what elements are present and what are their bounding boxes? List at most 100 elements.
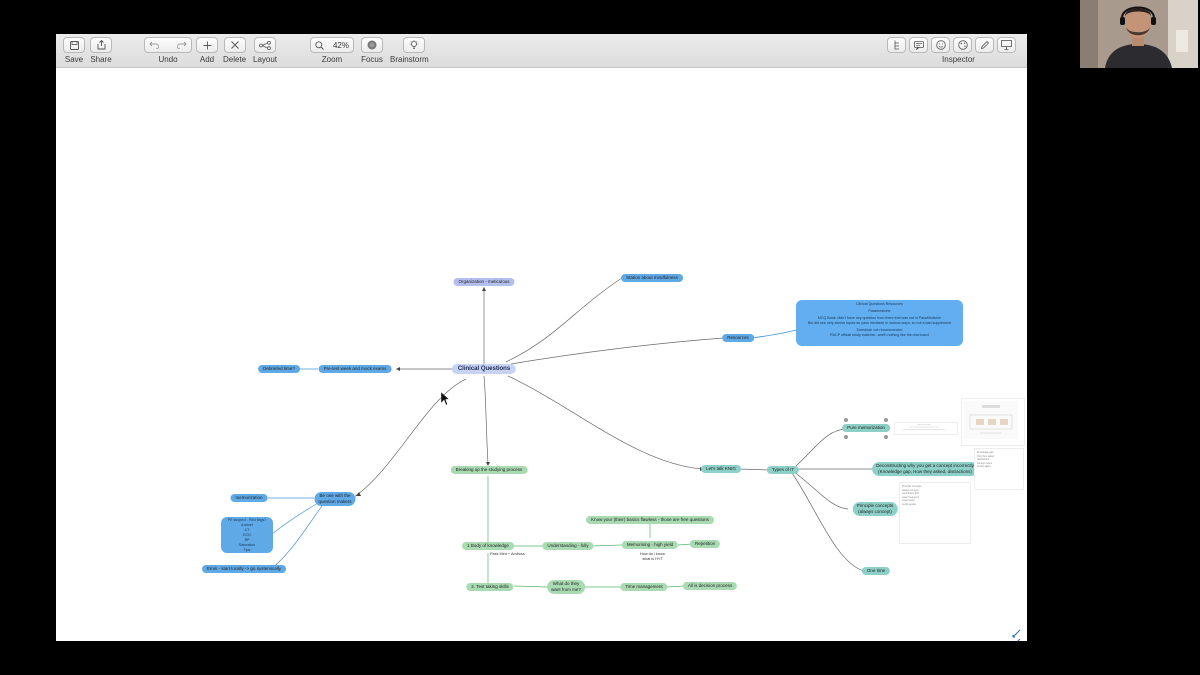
node-time-management[interactable]: Time management (620, 583, 668, 591)
palette-icon[interactable] (953, 37, 972, 53)
save-label: Save (64, 55, 84, 64)
node-organization[interactable]: Organization - meticulous (453, 278, 515, 286)
link-be-one (353, 378, 467, 498)
arrow-pretest (396, 367, 400, 371)
principle-preview-line1: Principle concepts (902, 485, 922, 488)
layout-button[interactable]: Layout (253, 37, 277, 64)
note-icon[interactable] (909, 37, 928, 53)
decon-preview-line5: review again (977, 465, 991, 469)
share-button[interactable]: Share (90, 37, 112, 64)
node-resources[interactable]: Resources (722, 334, 754, 342)
layout-icon (254, 37, 277, 53)
link-principle (793, 471, 849, 510)
zoom-value: 42% (332, 40, 349, 50)
lightbulb-icon (402, 37, 425, 53)
inspector-label: Inspector (942, 55, 975, 64)
presentation-icon[interactable] (997, 37, 1016, 53)
link-resources-box (751, 329, 797, 339)
collapse-icon (1012, 629, 1021, 638)
node-deconstructing[interactable]: Deconstructing why you get a concept inc… (872, 462, 978, 476)
smiley-icon[interactable] (931, 37, 950, 53)
node-debriefed[interactable]: Debriefed time? (258, 365, 300, 373)
add-label: Add (199, 55, 215, 64)
pass-med-note: Pass Med + Amboss (490, 552, 525, 557)
principle-preview-line5: cross topics (902, 499, 915, 503)
pe-box-line3: CT (244, 528, 250, 532)
image-preview-deconstructing[interactable]: Knowledge gap How they asked distraction… (974, 448, 1024, 490)
image-preview-pure-mem[interactable] (961, 398, 1025, 446)
node-decon-line1: Deconstructing why you get a concept inc… (876, 463, 974, 468)
pe-suspect-box[interactable]: PE suspect - Red flags? d-dimer CT ECG B… (221, 517, 273, 553)
save-button[interactable]: Save (63, 37, 85, 64)
brainstorm-button[interactable]: Brainstorm (390, 37, 429, 64)
undo-group: Undo (144, 37, 192, 64)
focus-button[interactable]: Focus (361, 37, 383, 64)
node-know-your[interactable]: Know your (their) basics flawless - thos… (586, 516, 714, 524)
node-pretest[interactable]: Pre-test week and mock exams (318, 365, 392, 373)
resources-box-line2: But did see very similar topics as pass … (807, 321, 952, 325)
resources-note-box[interactable]: Clinical Questions Resources Passmedicin… (796, 300, 963, 346)
node-repetition[interactable]: Repetition (689, 540, 721, 548)
pass-med-note-text: Pass Med + Amboss (490, 552, 525, 556)
node-principle[interactable]: Principle concepts (always concept) (852, 502, 898, 516)
node-lets-talk[interactable]: Let's talk KNIG (701, 465, 741, 473)
arrow-organization (482, 287, 486, 291)
share-icon (90, 37, 112, 53)
resources-box-title: Clinical Questions Resources (856, 302, 903, 306)
node-one-time[interactable]: One time (861, 567, 891, 575)
handle-pure-mem-br (884, 435, 888, 439)
zoom-box[interactable]: 42% (310, 37, 354, 53)
undo-redo-buttons[interactable] (144, 37, 192, 53)
decon-preview-line4: concept notes (977, 461, 992, 465)
principle-preview-line3: mechanism first (902, 492, 919, 496)
node-what-do-line1: What do they (552, 581, 580, 586)
mindmap-canvas[interactable]: Organization - meticulous Station about … (56, 68, 1027, 641)
delete-label: Delete (223, 55, 247, 64)
decon-preview-line2: How they asked (977, 454, 995, 458)
layout-label: Layout (253, 55, 278, 64)
node-memorization[interactable]: memorization (230, 494, 268, 502)
how-do-note-line2: what is HYT (642, 557, 663, 561)
node-principle-line2: (always concept) (858, 509, 892, 514)
image-preview-pure-mem-small[interactable] (894, 422, 958, 435)
redo-icon[interactable] (177, 41, 187, 49)
link-resources (510, 337, 725, 365)
delete-button[interactable]: Delete (223, 37, 246, 64)
add-button[interactable]: Add (196, 37, 218, 64)
zoom-label: Zoom (321, 55, 343, 64)
node-pure-memorization[interactable]: Pure memorization (842, 424, 890, 432)
undo-icon[interactable] (149, 41, 159, 49)
link-lets-talk (507, 375, 703, 470)
brainstorm-label: Brainstorm (390, 55, 429, 64)
node-all-is[interactable]: All is decision process (682, 582, 738, 590)
resources-box-subtitle: Passmedicine (868, 309, 891, 313)
node-principle-line1: Principle concepts (856, 503, 894, 508)
person-video-icon (1080, 0, 1198, 68)
how-do-note: How do I know what is HYT (640, 552, 665, 562)
node-decon-line2: (Knowledge gap, How they asked, distract… (878, 469, 972, 474)
node-root-clinical-questions[interactable]: Clinical Questions (451, 364, 517, 374)
principle-preview-line2: always concept (902, 488, 919, 492)
node-what-do[interactable]: What do they want from me? (547, 580, 585, 594)
node-be-one-line1: Be one with the (319, 493, 351, 498)
node-understanding[interactable]: Understanding - fully (542, 542, 594, 550)
outline-icon[interactable] (887, 37, 906, 53)
handle-pure-mem-tr (884, 418, 888, 422)
node-breaking[interactable]: Breaking up the studying process (450, 466, 528, 474)
node-types[interactable]: Types of IT (766, 466, 800, 474)
node-be-one-line2: question makers (318, 499, 352, 504)
node-body-knowledge[interactable]: 1 Body of knowledge (462, 542, 514, 550)
node-be-one[interactable]: Be one with the question makers (314, 492, 356, 506)
node-test-taking[interactable]: 2. Test taking skills (466, 583, 514, 591)
pen-icon[interactable] (975, 37, 994, 53)
node-station[interactable]: Station about mindfulness (621, 274, 683, 282)
node-memorising[interactable]: Memorising - high yield (621, 541, 679, 549)
image-preview-principle[interactable]: Principle concepts always concept mechan… (899, 482, 971, 544)
focus-label: Focus (361, 55, 383, 64)
zoom-control[interactable]: 42% Zoom (310, 37, 354, 64)
node-emin[interactable]: Emin - start locally -> go systemically (202, 565, 286, 573)
how-do-note-line1: How do I know (640, 552, 665, 556)
principle-preview-line6: revisit weekly (902, 502, 917, 506)
app-window: Save Share Undo Add Delete (56, 34, 1027, 641)
save-icon (63, 37, 85, 53)
